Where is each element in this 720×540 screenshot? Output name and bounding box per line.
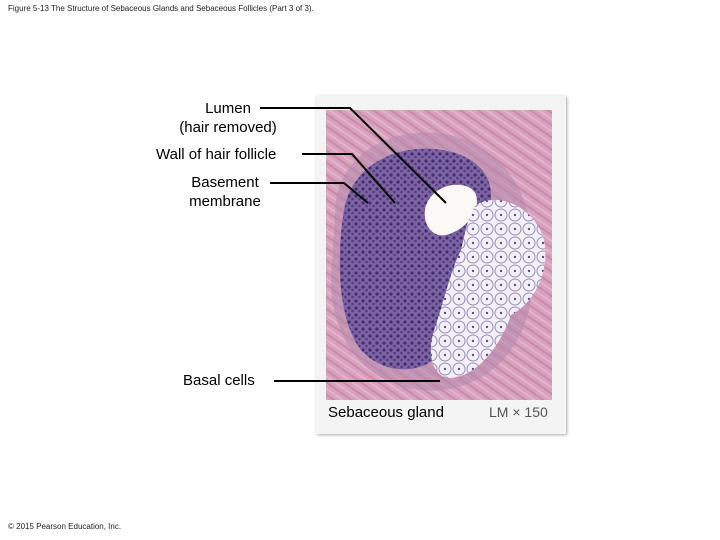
- label-lumen-line2: (hair removed): [179, 119, 277, 136]
- magnification-label: LM × 150: [489, 404, 548, 420]
- label-basement-line2: membrane: [189, 193, 261, 210]
- micrograph-image: [326, 110, 552, 400]
- label-sebaceous-gland: Sebaceous gland: [328, 404, 444, 421]
- copyright-notice: © 2015 Pearson Education, Inc.: [8, 522, 122, 531]
- label-lumen: Lumen (hair removed): [164, 99, 292, 137]
- label-wall-of-hair-follicle: Wall of hair follicle: [156, 146, 277, 163]
- figure-caption: Figure 5-13 The Structure of Sebaceous G…: [8, 4, 314, 13]
- label-basement-line1: Basement: [191, 174, 259, 191]
- label-basal-cells: Basal cells: [183, 372, 255, 389]
- label-lumen-line1: Lumen: [205, 100, 251, 117]
- label-basement-membrane: Basement membrane: [180, 173, 270, 211]
